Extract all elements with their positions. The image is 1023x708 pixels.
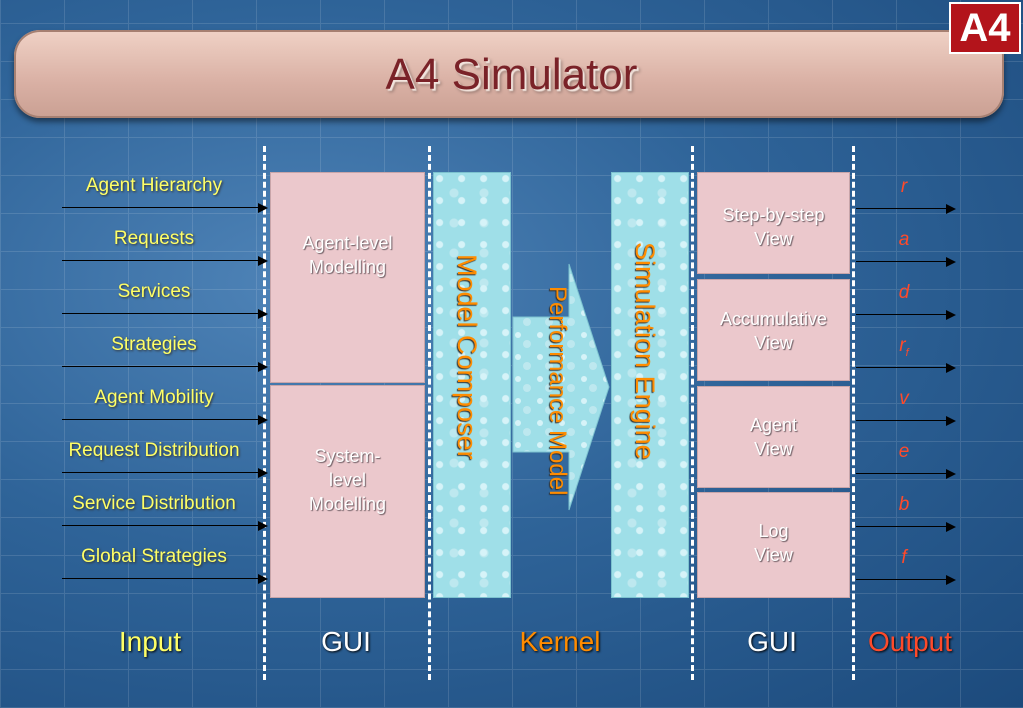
output-arrow — [856, 415, 956, 426]
step-by-step-view-label: Step-by-step View — [722, 205, 825, 249]
output-label-a: a — [898, 229, 910, 250]
model-composer-label: Model Composer — [452, 254, 482, 460]
output-arrow — [856, 203, 956, 214]
input-arrow — [62, 361, 268, 372]
agent-view-box: Agent View — [697, 386, 850, 488]
accumulative-view-box: Accumulative View — [697, 279, 850, 381]
performance-model-arrow — [512, 263, 610, 511]
input-label-strategies: Strategies — [111, 334, 197, 355]
input-arrow — [62, 308, 268, 319]
input-label-agent-mobility: Agent Mobility — [94, 387, 214, 408]
section-label-kernel: Kernel — [519, 626, 601, 657]
output-label-b: b — [898, 494, 910, 515]
input-arrow — [62, 467, 268, 478]
output-arrow — [856, 362, 956, 373]
model-composer-block — [433, 172, 511, 598]
input-label-global-strategies: Global Strategies — [81, 546, 227, 567]
input-arrow — [62, 202, 268, 213]
step-by-step-view-box: Step-by-step View — [697, 172, 850, 274]
input-arrow — [62, 520, 268, 531]
input-label-agent-hierarchy: Agent Hierarchy — [85, 175, 223, 196]
input-label-request-distribution: Request Distribution — [68, 440, 240, 461]
agent-level-modelling-label: Agent-level Modelling — [302, 233, 393, 277]
output-label-v: v — [899, 388, 909, 409]
input-arrow — [62, 573, 268, 584]
output-arrow — [856, 309, 956, 320]
page-title: A4 Simulator — [385, 50, 638, 99]
output-label-f: f — [901, 547, 907, 568]
accumulative-view-label: Accumulative View — [719, 309, 828, 353]
output-arrow — [856, 256, 956, 267]
input-label-requests: Requests — [113, 228, 195, 249]
system-level-modelling-box: System- level Modelling — [270, 385, 425, 598]
input-label-service-distribution: Service Distribution — [72, 493, 236, 514]
section-label-gui-right: GUI — [747, 626, 797, 657]
section-label-input: Input — [118, 626, 182, 657]
divider-gui-kernel — [428, 146, 431, 680]
output-arrow — [856, 521, 956, 532]
system-level-modelling-label: System- level Modelling — [308, 446, 387, 514]
title-banner — [14, 30, 1004, 118]
a4-logo: A4 — [949, 2, 1021, 54]
output-label-d: d — [898, 282, 910, 303]
section-label-gui-left: GUI — [321, 626, 371, 657]
performance-model-label: Performance Model — [544, 286, 571, 496]
simulation-engine-label: Simulation Engine — [630, 242, 660, 460]
output-label-e: e — [898, 441, 910, 462]
output-arrow — [856, 574, 956, 585]
output-arrow — [856, 468, 956, 479]
agent-level-modelling-box: Agent-level Modelling — [270, 172, 425, 383]
output-label-rf: rf — [899, 335, 909, 359]
log-view-box: Log View — [697, 492, 850, 598]
simulation-engine-block — [611, 172, 689, 598]
input-arrow — [62, 414, 268, 425]
input-label-services: Services — [117, 281, 191, 302]
section-label-output: Output — [867, 626, 953, 657]
input-arrow — [62, 255, 268, 266]
divider-input-gui — [263, 146, 266, 680]
divider-gui-output — [852, 146, 855, 680]
log-view-label: Log View — [754, 521, 793, 565]
agent-view-label: Agent View — [749, 415, 798, 459]
output-label-r: r — [900, 176, 908, 197]
divider-kernel-gui — [691, 146, 694, 680]
